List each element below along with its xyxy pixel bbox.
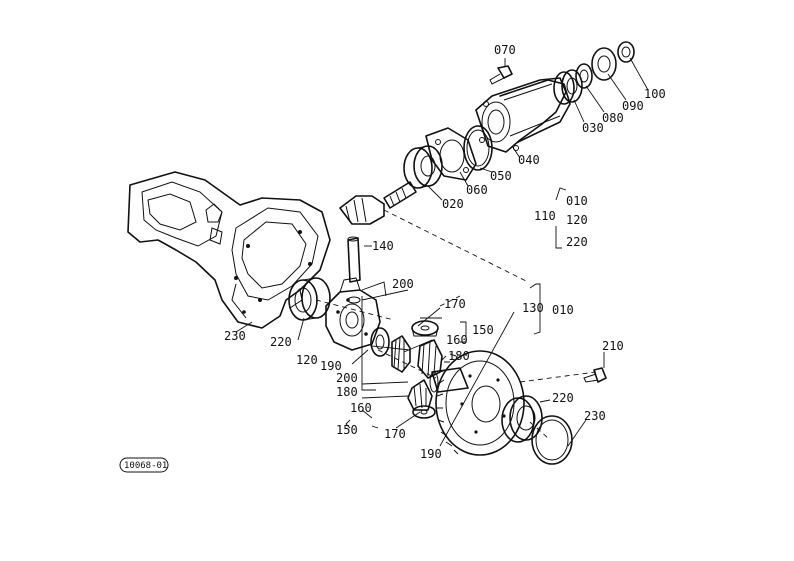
- callout-200-top: 200: [392, 277, 414, 291]
- leader-lines: [235, 57, 649, 447]
- bolt-070: [489, 65, 513, 85]
- oil-seal-090: [591, 47, 617, 81]
- collar-080: [575, 63, 593, 89]
- callout-130: 130: [522, 301, 544, 315]
- callout-150-left: 150: [336, 423, 358, 437]
- bracket-marks: [345, 419, 379, 429]
- pinion-gear-160-bottom: [407, 379, 433, 411]
- differential-case-120: [325, 277, 381, 351]
- callout-110-120: 120: [566, 213, 588, 227]
- callout-150-right: 150: [472, 323, 494, 337]
- callout-180-left: 180: [336, 385, 358, 399]
- callout-030: 030: [582, 121, 604, 135]
- callout-190-bottom: 190: [420, 447, 442, 461]
- callout-160-left: 160: [350, 401, 372, 415]
- callout-060: 060: [466, 183, 488, 197]
- callout-120: 120: [296, 353, 318, 367]
- callout-230-right: 230: [584, 409, 606, 423]
- bearing-220-right: [501, 395, 543, 443]
- pin-140: [347, 236, 361, 283]
- callout-140: 140: [372, 239, 394, 253]
- callout-040: 040: [518, 153, 540, 167]
- alignment-lines: [315, 209, 597, 439]
- bolt-210: [583, 367, 607, 383]
- callout-170-bottom: 170: [384, 427, 406, 441]
- reference-code-stamp: 10068-01: [119, 457, 169, 473]
- reference-code: 10068-01: [124, 461, 167, 471]
- pinion-gear-170-bottom: [412, 405, 436, 419]
- callout-230-left: 230: [224, 329, 246, 343]
- axle-housing: [127, 171, 331, 329]
- callout-220-left: 220: [270, 335, 292, 349]
- callout-110: 110: [534, 209, 556, 223]
- bearing-030: [553, 69, 583, 105]
- callout-130-010: 010: [552, 303, 574, 317]
- callout-090: 090: [622, 99, 644, 113]
- pinion-gear-170-top: [411, 320, 439, 337]
- shim-050: [463, 125, 493, 171]
- callout-170-top: 170: [444, 297, 466, 311]
- callout-020: 020: [442, 197, 464, 211]
- callout-180-right: 180: [448, 349, 470, 363]
- callout-200-mid: 200: [336, 371, 358, 385]
- side-gear-180-right: [417, 339, 443, 379]
- callout-210: 210: [602, 339, 624, 353]
- callout-070: 070: [494, 43, 516, 57]
- bearing-case-040: [475, 77, 571, 153]
- side-gear-180-left: [391, 335, 411, 373]
- callout-110-220: 220: [566, 235, 588, 249]
- o-ring-230-right: [531, 415, 573, 465]
- bearing-220-left: [288, 277, 331, 321]
- gasket-060: [425, 127, 477, 181]
- callout-050: 050: [490, 169, 512, 183]
- ring-gear-190: [429, 350, 525, 456]
- callout-080: 080: [602, 111, 624, 125]
- callout-190-mid: 190: [320, 359, 342, 373]
- callout-220-right: 220: [552, 391, 574, 405]
- drive-pinion-shaft: [339, 181, 417, 225]
- callout-160-right: 160: [446, 333, 468, 347]
- callout-110-010: 010: [566, 194, 588, 208]
- thrust-washer-190: [370, 327, 390, 357]
- nut-100: [617, 41, 635, 63]
- callout-100: 100: [644, 87, 666, 101]
- callout-labels: 070 100 090 080 030 040 050 060 020 110 …: [224, 43, 666, 461]
